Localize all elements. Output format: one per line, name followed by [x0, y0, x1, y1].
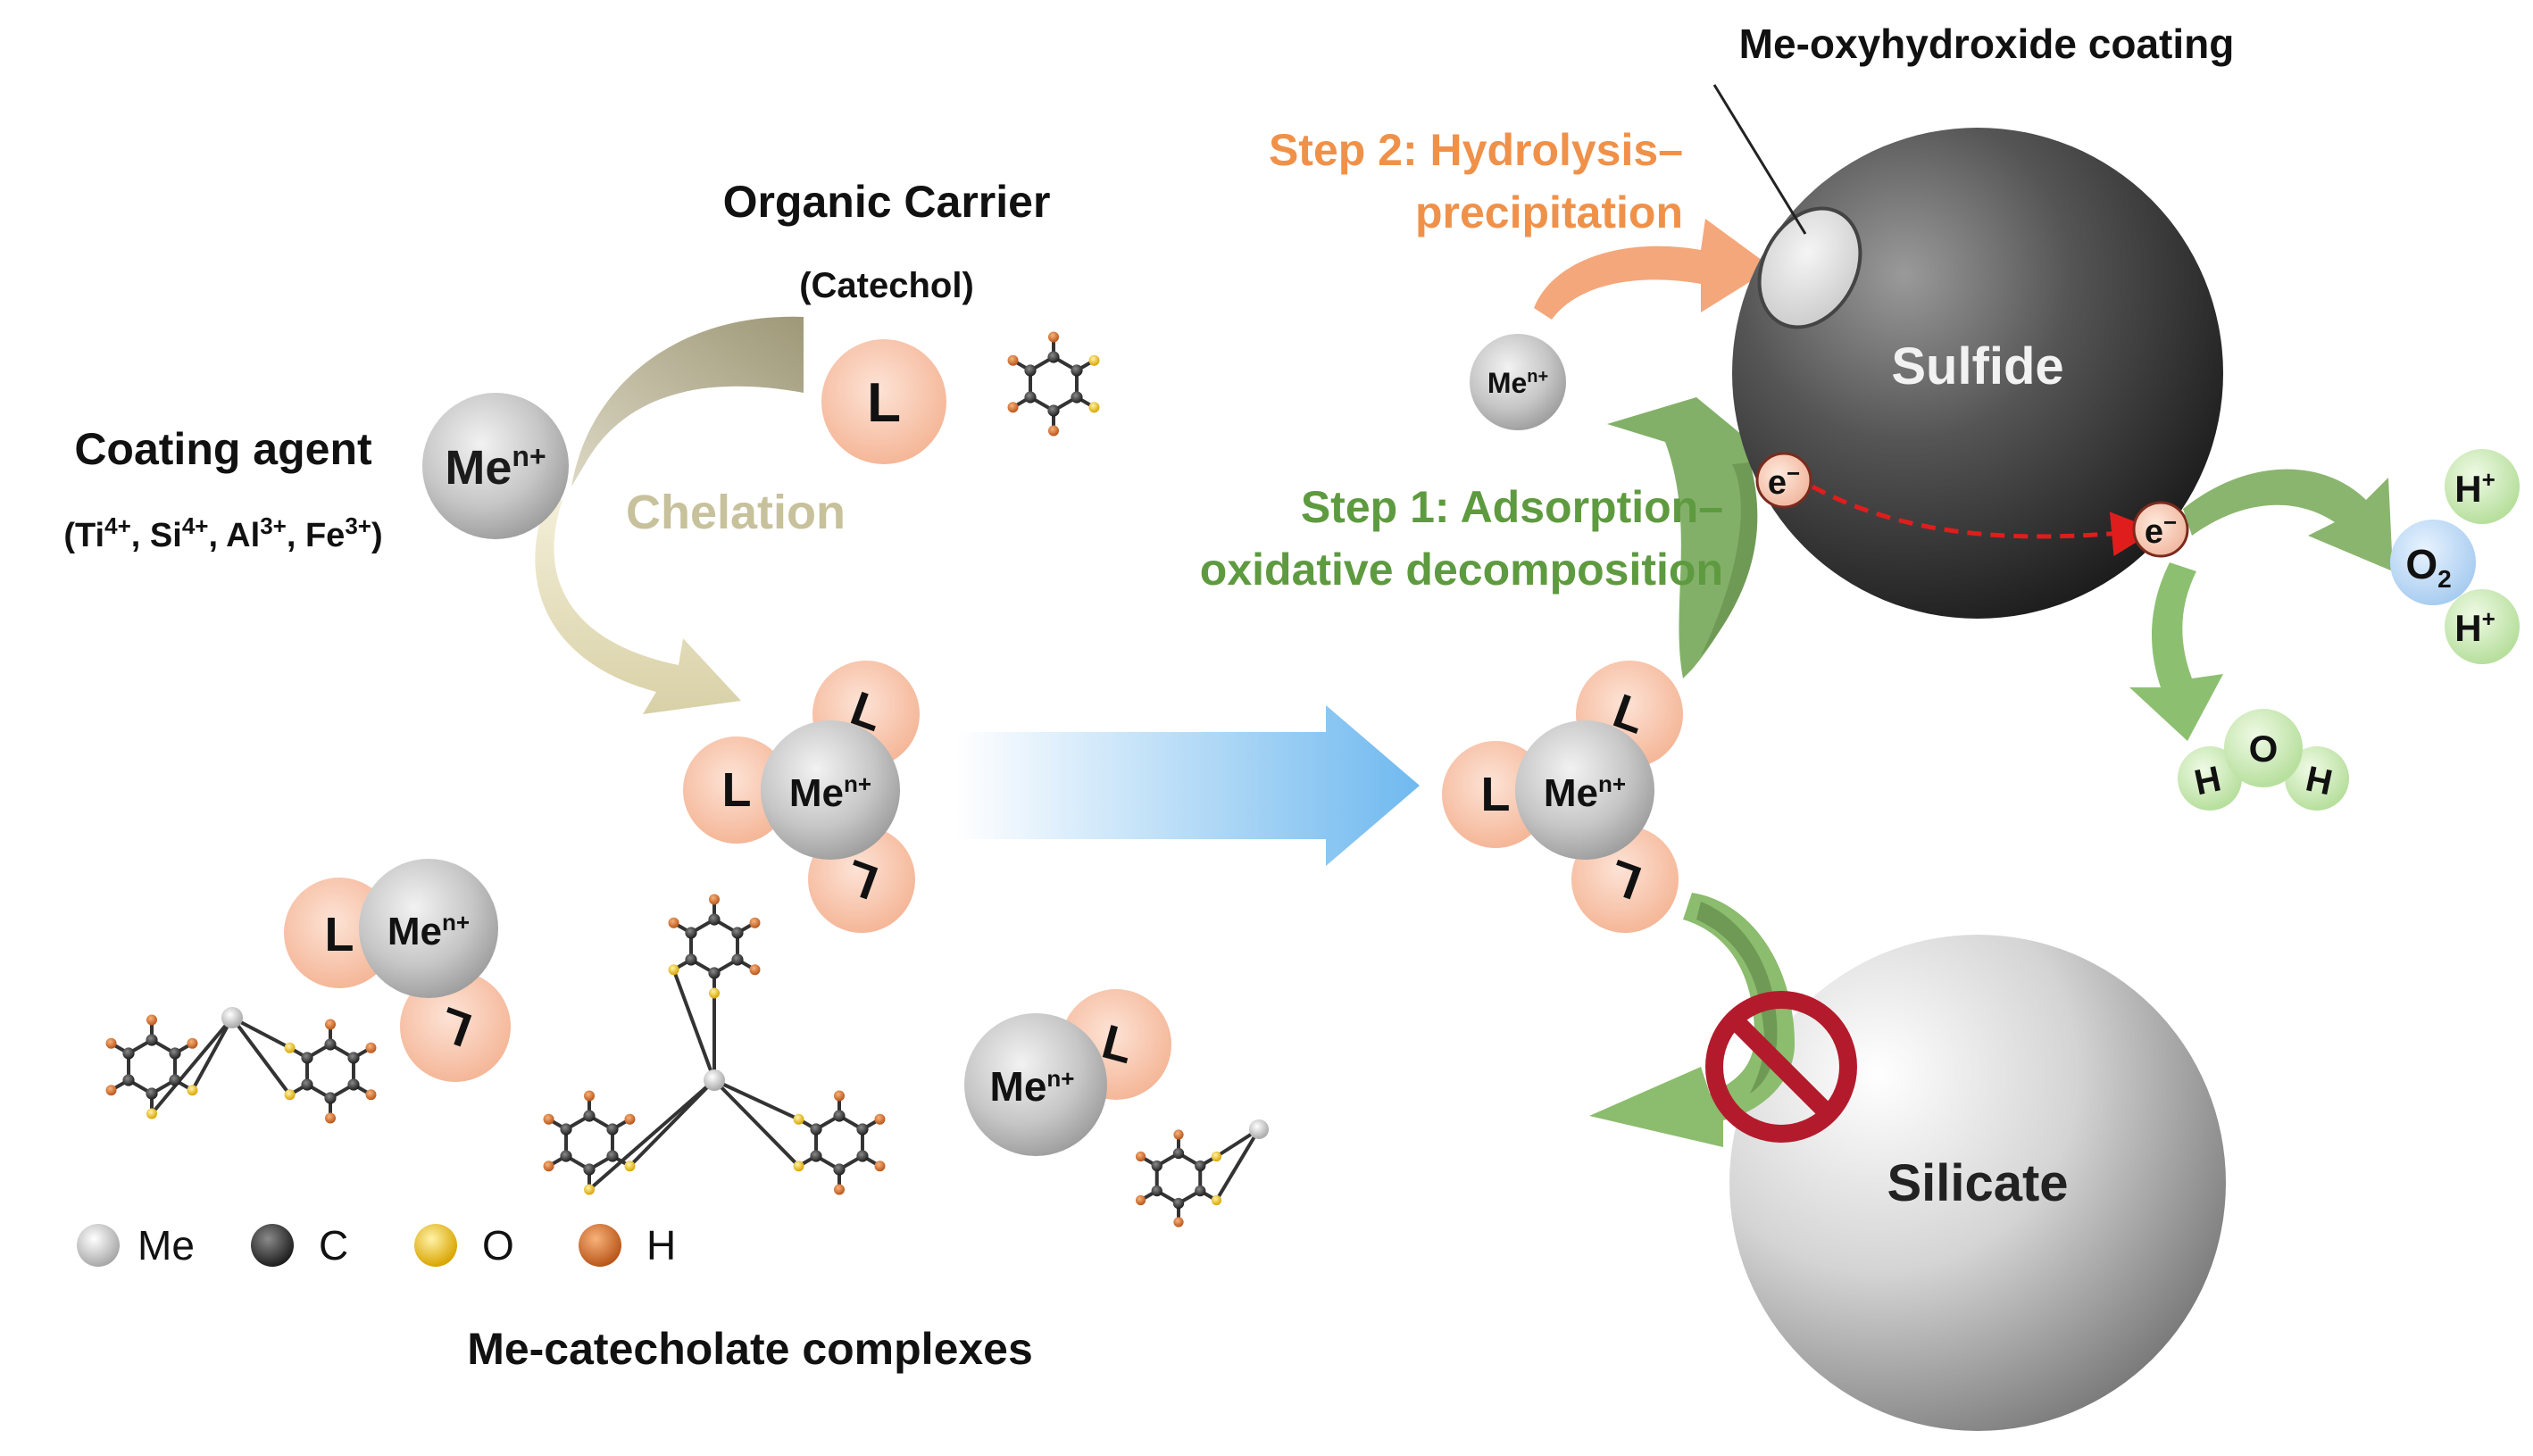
coating-leader-line: [1712, 84, 1807, 235]
svg-text:Men+: Men+: [990, 1063, 1075, 1110]
svg-text:Men+: Men+: [387, 909, 470, 953]
proton-top: H+: [2445, 449, 2520, 524]
sulfide-particle: Sulfide: [1732, 128, 2223, 619]
coating-label: Me-oxyhydroxide coating: [1739, 21, 2235, 67]
me-l3-molecule: [543, 894, 886, 1195]
step2-label-line2: precipitation: [1415, 187, 1683, 237]
atom-legend: Me C O H: [77, 1222, 676, 1269]
chelation-arrow-top: [571, 316, 804, 487]
step1-label-line1: Step 1: Adsorption–: [1301, 482, 1723, 532]
legend-item-o: O: [414, 1222, 514, 1269]
sulfide-label: Sulfide: [1891, 337, 2063, 395]
electron-transfer-path: [1811, 484, 2156, 557]
svg-text:O2: O2: [2405, 541, 2451, 593]
svg-text:O: O: [482, 1222, 514, 1269]
ligand-catechol: L: [821, 339, 946, 464]
me-l3-complex-center: L L L Men+: [683, 661, 920, 933]
organic-carrier-title: Organic Carrier: [723, 177, 1051, 227]
svg-text:L: L: [722, 763, 752, 817]
complexes-caption: Me-catecholate complexes: [467, 1324, 1033, 1374]
coating-agent-title: Coating agent: [74, 424, 372, 474]
oxygen-molecule: O2: [2390, 520, 2476, 605]
svg-text:L: L: [325, 908, 354, 961]
me-l2-complex: L L Men+: [284, 859, 511, 1082]
reduction-arrow: [2183, 469, 2393, 571]
electron-right: e−: [2132, 501, 2189, 558]
legend-item-h: H: [579, 1222, 676, 1269]
svg-text:e−: e−: [1768, 460, 1800, 502]
proton-bottom: H+: [2445, 589, 2520, 664]
water-molecule: H O H: [2178, 709, 2349, 811]
metal-ion-coating-agent: Men+: [422, 393, 569, 539]
organic-carrier-subtitle: (Catechol): [799, 266, 974, 305]
me-l2-molecule: [105, 1007, 377, 1124]
step1-arrow-shade: [1701, 462, 1758, 656]
step1-label-line2: oxidative decomposition: [1200, 545, 1723, 595]
silicate-label: Silicate: [1887, 1154, 2068, 1212]
me-l3-complex-right: L L L Men+: [1442, 661, 1683, 933]
legend-item-me: Me: [77, 1222, 195, 1269]
svg-text:C: C: [319, 1222, 348, 1269]
me-l-molecule: [1135, 1119, 1269, 1227]
legend-item-c: C: [251, 1222, 348, 1269]
svg-text:L: L: [867, 372, 901, 434]
svg-text:L: L: [1481, 768, 1511, 821]
svg-text:Men+: Men+: [1544, 770, 1626, 815]
svg-text:H+: H+: [2454, 466, 2496, 510]
water-formation-arrow: [2129, 562, 2223, 741]
svg-text:H+: H+: [2454, 605, 2496, 649]
svg-text:Men+: Men+: [445, 440, 546, 495]
svg-text:e−: e−: [2145, 509, 2177, 551]
svg-text:O: O: [2249, 728, 2279, 770]
transfer-arrow: [955, 705, 1420, 866]
svg-text:H: H: [646, 1222, 676, 1269]
electron-left: e−: [1755, 452, 1812, 509]
oxyhydroxide-coating-patch: [1757, 206, 1862, 329]
step2-arrow: [1534, 219, 1772, 320]
metal-ion-small: Men+: [1470, 334, 1566, 430]
chelation-arrow-bottom: [535, 500, 741, 714]
forbidden-sign: [1705, 991, 1857, 1143]
coating-agent-ions: (Ti4+, Si4+, Al3+, Fe3+): [63, 512, 382, 554]
chelation-label: Chelation: [626, 486, 846, 539]
svg-text:Me: Me: [137, 1222, 195, 1269]
me-l-complex: L Men+: [964, 989, 1171, 1156]
svg-text:Men+: Men+: [789, 770, 871, 815]
svg-text:Men+: Men+: [1487, 367, 1548, 399]
catechol-molecule: [1007, 331, 1100, 437]
step2-label-line1: Step 2: Hydrolysis–: [1269, 125, 1683, 175]
